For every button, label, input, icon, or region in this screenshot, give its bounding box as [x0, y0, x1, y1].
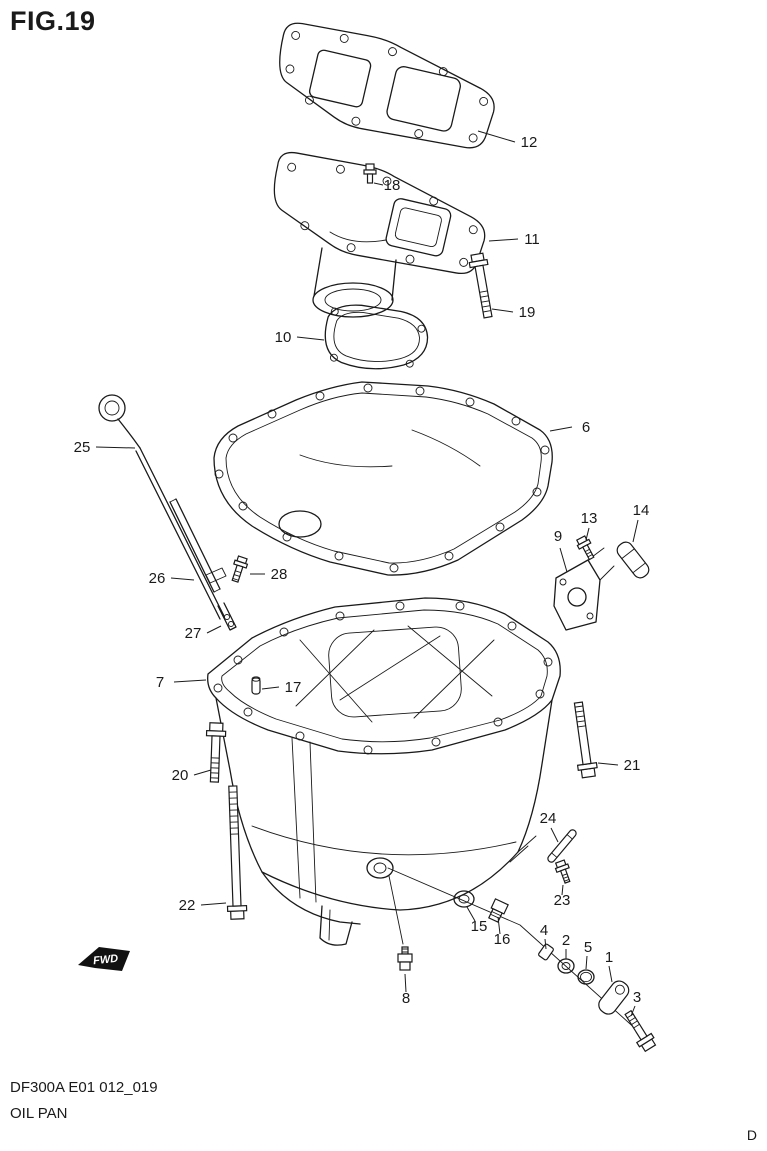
part-number-23: 23 [554, 892, 571, 909]
part-number-1: 1 [605, 949, 613, 966]
leader-line-23 [561, 884, 564, 896]
part-number-12: 12 [521, 134, 538, 151]
leader-line-22 [200, 902, 227, 906]
leader-line-20 [193, 769, 212, 776]
plug-8-leader [388, 875, 404, 945]
part-number-27: 27 [185, 625, 202, 642]
gasket-10 [324, 304, 429, 370]
leader-line-5 [585, 955, 588, 970]
fwd-flag: FWD [78, 947, 130, 971]
figure-name: OIL PAN [10, 1105, 68, 1122]
tube-end-27 [217, 602, 237, 631]
figure-title: FIG.19 [10, 6, 96, 36]
part-number-8: 8 [402, 990, 410, 1007]
bolt-3 [624, 1009, 657, 1053]
gasket-12 [279, 22, 495, 149]
leader-line-25 [95, 446, 136, 449]
part-number-5: 5 [584, 939, 592, 956]
part-number-10: 10 [275, 329, 292, 346]
bolt-13 [575, 535, 595, 561]
leader-line-27 [206, 625, 222, 634]
part-number-2: 2 [562, 932, 570, 949]
bolt-21 [573, 701, 598, 779]
pin-24 [547, 829, 577, 863]
part-number-11: 11 [524, 231, 540, 248]
leader-line-19 [491, 308, 514, 313]
page-marker: D [746, 1127, 757, 1143]
bolt-22 [226, 785, 248, 920]
part-number-4: 4 [540, 922, 548, 939]
leader-line-17 [261, 686, 280, 690]
part-number-28: 28 [271, 566, 288, 583]
part-number-13: 13 [581, 510, 598, 527]
leader-line-26 [170, 577, 195, 581]
part-number-20: 20 [172, 767, 189, 784]
leader-line-7 [173, 679, 207, 683]
bolt-20 [205, 722, 227, 783]
spacer-4 [538, 943, 554, 961]
flange-9 [553, 547, 615, 631]
leader-line-1 [608, 965, 613, 983]
leader-line-14 [632, 519, 639, 543]
washer-15 [453, 890, 475, 908]
leader-line-3 [630, 1005, 636, 1017]
pin-17 [251, 676, 261, 695]
part-number-19: 19 [519, 304, 536, 321]
part-number-21: 21 [624, 757, 641, 774]
part-number-15: 15 [471, 918, 488, 935]
part-number-25: 25 [74, 439, 91, 456]
part-number-14: 14 [633, 502, 650, 519]
part-number-17: 17 [285, 679, 302, 696]
dipstick-tube-26 [169, 498, 227, 593]
leader-line-10 [296, 336, 325, 341]
dipstick-25 [98, 394, 225, 620]
part-number-22: 22 [179, 897, 196, 914]
leader-line-18 [373, 182, 384, 186]
manifold-11 [273, 151, 486, 318]
leader-line-9 [559, 547, 568, 573]
part-number-16: 16 [494, 931, 511, 948]
part-number-9: 9 [554, 528, 562, 545]
part-number-18: 18 [384, 177, 401, 194]
bolt-18 [363, 163, 377, 184]
document-code: DF300A E01 012_019 [10, 1079, 158, 1096]
bolt-28 [231, 555, 249, 583]
leader-line-12 [477, 130, 516, 143]
bolt-19 [468, 252, 493, 319]
gasket-5 [577, 969, 595, 985]
part-number-26: 26 [149, 570, 166, 587]
leader-line-16 [497, 916, 501, 935]
part-number-7: 7 [156, 674, 164, 691]
drain-plug-8 [397, 946, 413, 971]
fwd-label: FWD [93, 953, 119, 968]
gasket-6 [213, 381, 553, 576]
connector-14 [616, 541, 650, 579]
part-number-24: 24 [540, 810, 557, 827]
oil-pan-7 [207, 597, 561, 946]
plug-16 [488, 898, 509, 923]
leader-line-13 [585, 527, 590, 541]
leader-line-24 [550, 827, 559, 843]
leader-line-8 [404, 973, 407, 993]
leader-line-6 [549, 426, 573, 432]
leader-line-11 [488, 238, 519, 242]
part-number-6: 6 [582, 419, 590, 436]
leader-line-21 [597, 762, 619, 766]
leader-line-4 [544, 938, 547, 950]
bolt-23 [554, 859, 571, 884]
anode-1 [598, 980, 630, 1015]
leader-line-15 [466, 906, 476, 922]
part-number-3: 3 [633, 989, 641, 1006]
